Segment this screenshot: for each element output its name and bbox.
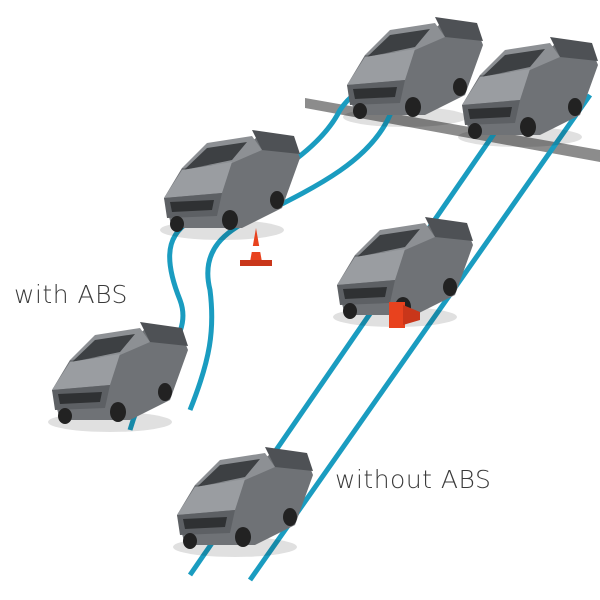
truck-without-abs-1 — [173, 447, 313, 557]
truck-with-abs-2 — [160, 130, 300, 240]
with-abs-label: with ABS — [14, 280, 128, 309]
truck-with-abs-3 — [343, 17, 483, 127]
without-abs-label: without ABS — [335, 465, 492, 494]
traffic-cone — [240, 228, 272, 266]
knocked-cone — [389, 302, 420, 328]
truck-with-abs-1 — [48, 322, 188, 432]
